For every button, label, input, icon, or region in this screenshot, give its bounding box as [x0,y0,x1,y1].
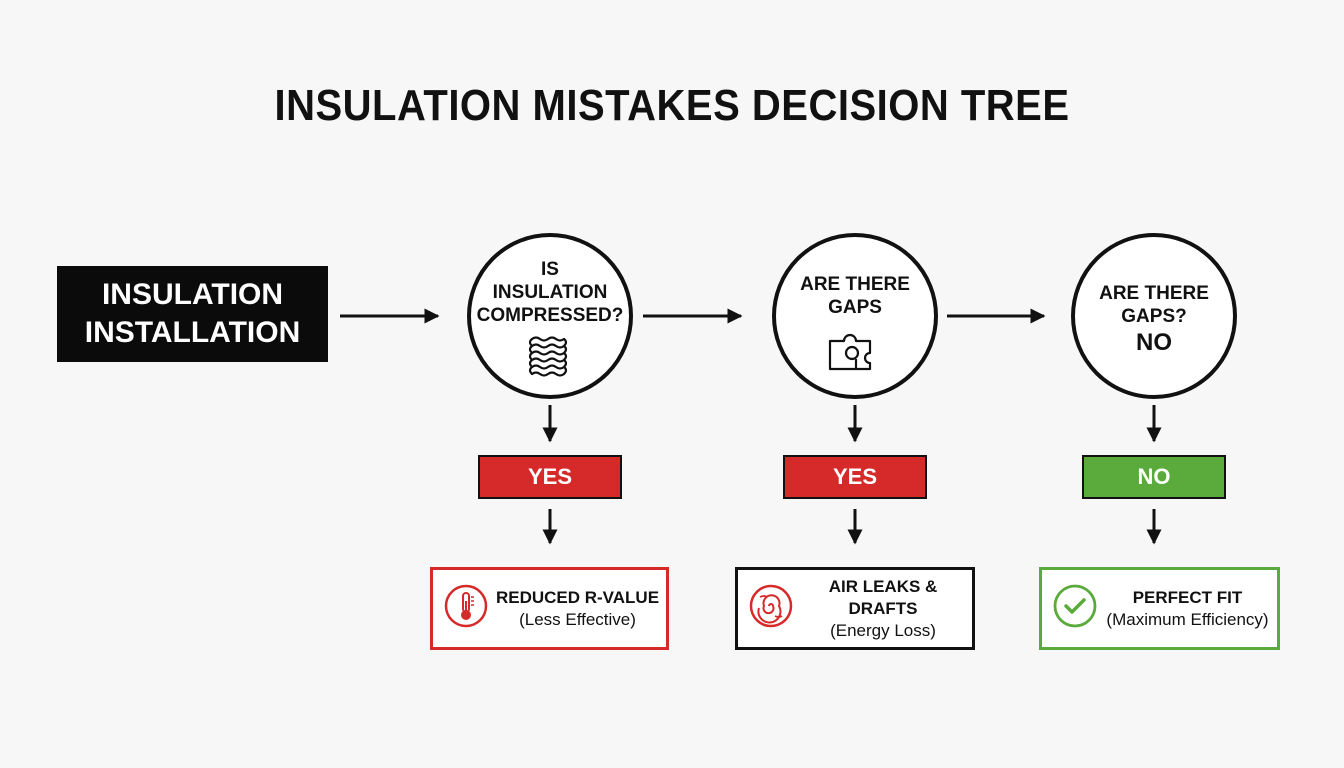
insulation-layers-icon [528,336,568,377]
answer-1-label: YES [527,464,573,489]
outcome-1-text: REDUCED R-VALUE (Less Effective) [489,587,666,631]
outcome-2-subtitle: (Energy Loss) [830,620,936,640]
outcome-2-text: AIR LEAKS & DRAFTS (Energy Loss) [794,576,972,642]
question-circle-3 [1071,233,1237,399]
outcome-2-title: AIR LEAKS & DRAFTS [828,576,938,618]
outcome-1-box: REDUCED R-VALUE (Less Effective) [430,567,669,650]
question-3-extra: NO [1136,329,1172,356]
question-1-line-2: INSULATION [492,282,608,303]
outcome-1-title: REDUCED R-VALUE [495,587,660,607]
answer-3-label: NO [1137,464,1171,489]
question-circle-1 [467,233,633,399]
question-circle-2 [772,233,938,399]
question-3-text: ARE THERE GAPS? NO [1074,282,1234,358]
outcome-2-box: AIR LEAKS & DRAFTS (Energy Loss) [735,567,975,650]
question-1-line-3: COMPRESSED? [476,305,624,326]
answer-2-label: YES [832,464,878,489]
question-3-line-2: GAPS? [1121,306,1187,327]
start-line-1: INSULATION [101,278,284,311]
question-1-text: IS INSULATION COMPRESSED? [470,258,630,327]
swirl-draft-icon [748,583,794,634]
answer-2-badge: YES [783,455,927,499]
question-2-line-1: ARE THERE [800,274,910,295]
thermometer-icon [443,583,489,634]
diagram-title: INSULATION MISTAKES DECISION TREE [274,82,1070,130]
outcome-3-box: PERFECT FIT (Maximum Efficiency) [1039,567,1280,650]
outcome-3-text: PERFECT FIT (Maximum Efficiency) [1098,587,1277,631]
puzzle-piece-icon [828,333,872,371]
question-1-line-1: IS [541,259,559,280]
answer-1-badge: YES [478,455,622,499]
outcome-3-subtitle: (Maximum Efficiency) [1106,609,1269,629]
checkmark-icon [1052,583,1098,634]
start-line-2: INSTALLATION [84,316,301,349]
question-2-text: ARE THERE GAPS [775,273,935,319]
question-3-line-1: ARE THERE [1099,283,1209,304]
answer-3-badge: NO [1082,455,1226,499]
outcome-1-subtitle: (Less Effective) [519,609,636,629]
start-node: INSULATION INSTALLATION [57,266,328,362]
outcome-3-title: PERFECT FIT [1132,587,1243,607]
question-2-line-2: GAPS [828,297,882,318]
